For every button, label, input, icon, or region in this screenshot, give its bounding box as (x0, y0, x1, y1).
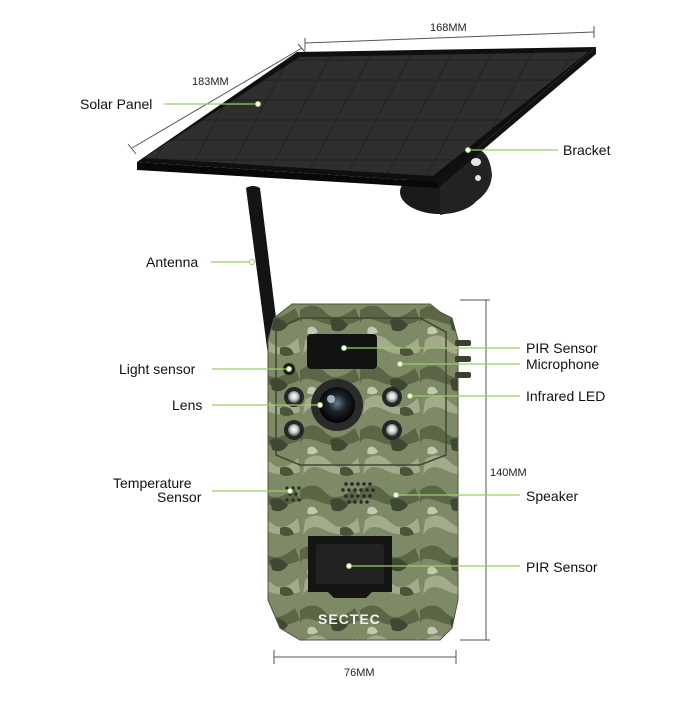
label-microphone: Microphone (526, 356, 600, 372)
leader-dots (249, 101, 471, 569)
label-temperature-sensor-line1: Temperature (113, 475, 192, 491)
dimension-panel-depth: 183MM (192, 76, 229, 88)
label-solar-panel: Solar Panel (80, 96, 153, 112)
label-pir-sensor-bottom: PIR Sensor (526, 559, 598, 575)
label-temperature-sensor-line2: Sensor (157, 489, 202, 505)
dimension-body-height: 140MM (490, 467, 527, 479)
label-light-sensor: Light sensor (119, 361, 196, 377)
label-pir-sensor-top: PIR Sensor (526, 340, 598, 356)
label-lens: Lens (172, 397, 203, 413)
infrared-led (284, 387, 402, 440)
label-antenna: Antenna (146, 254, 199, 270)
brand-logo: SECTEC (318, 611, 381, 627)
dimension-lines (127, 26, 595, 664)
label-speaker: Speaker (526, 488, 579, 504)
label-bracket: Bracket (563, 142, 611, 158)
camera-body (267, 303, 471, 641)
leader-lines (164, 103, 558, 567)
dimension-body-width: 76MM (344, 667, 375, 679)
label-infrared-led: Infrared LED (526, 388, 606, 404)
dimension-panel-width: 168MM (430, 22, 467, 34)
pir-sensor-top (307, 334, 377, 369)
temperature-sensor (285, 486, 301, 502)
solar-panel (137, 47, 596, 188)
speaker (341, 482, 375, 504)
